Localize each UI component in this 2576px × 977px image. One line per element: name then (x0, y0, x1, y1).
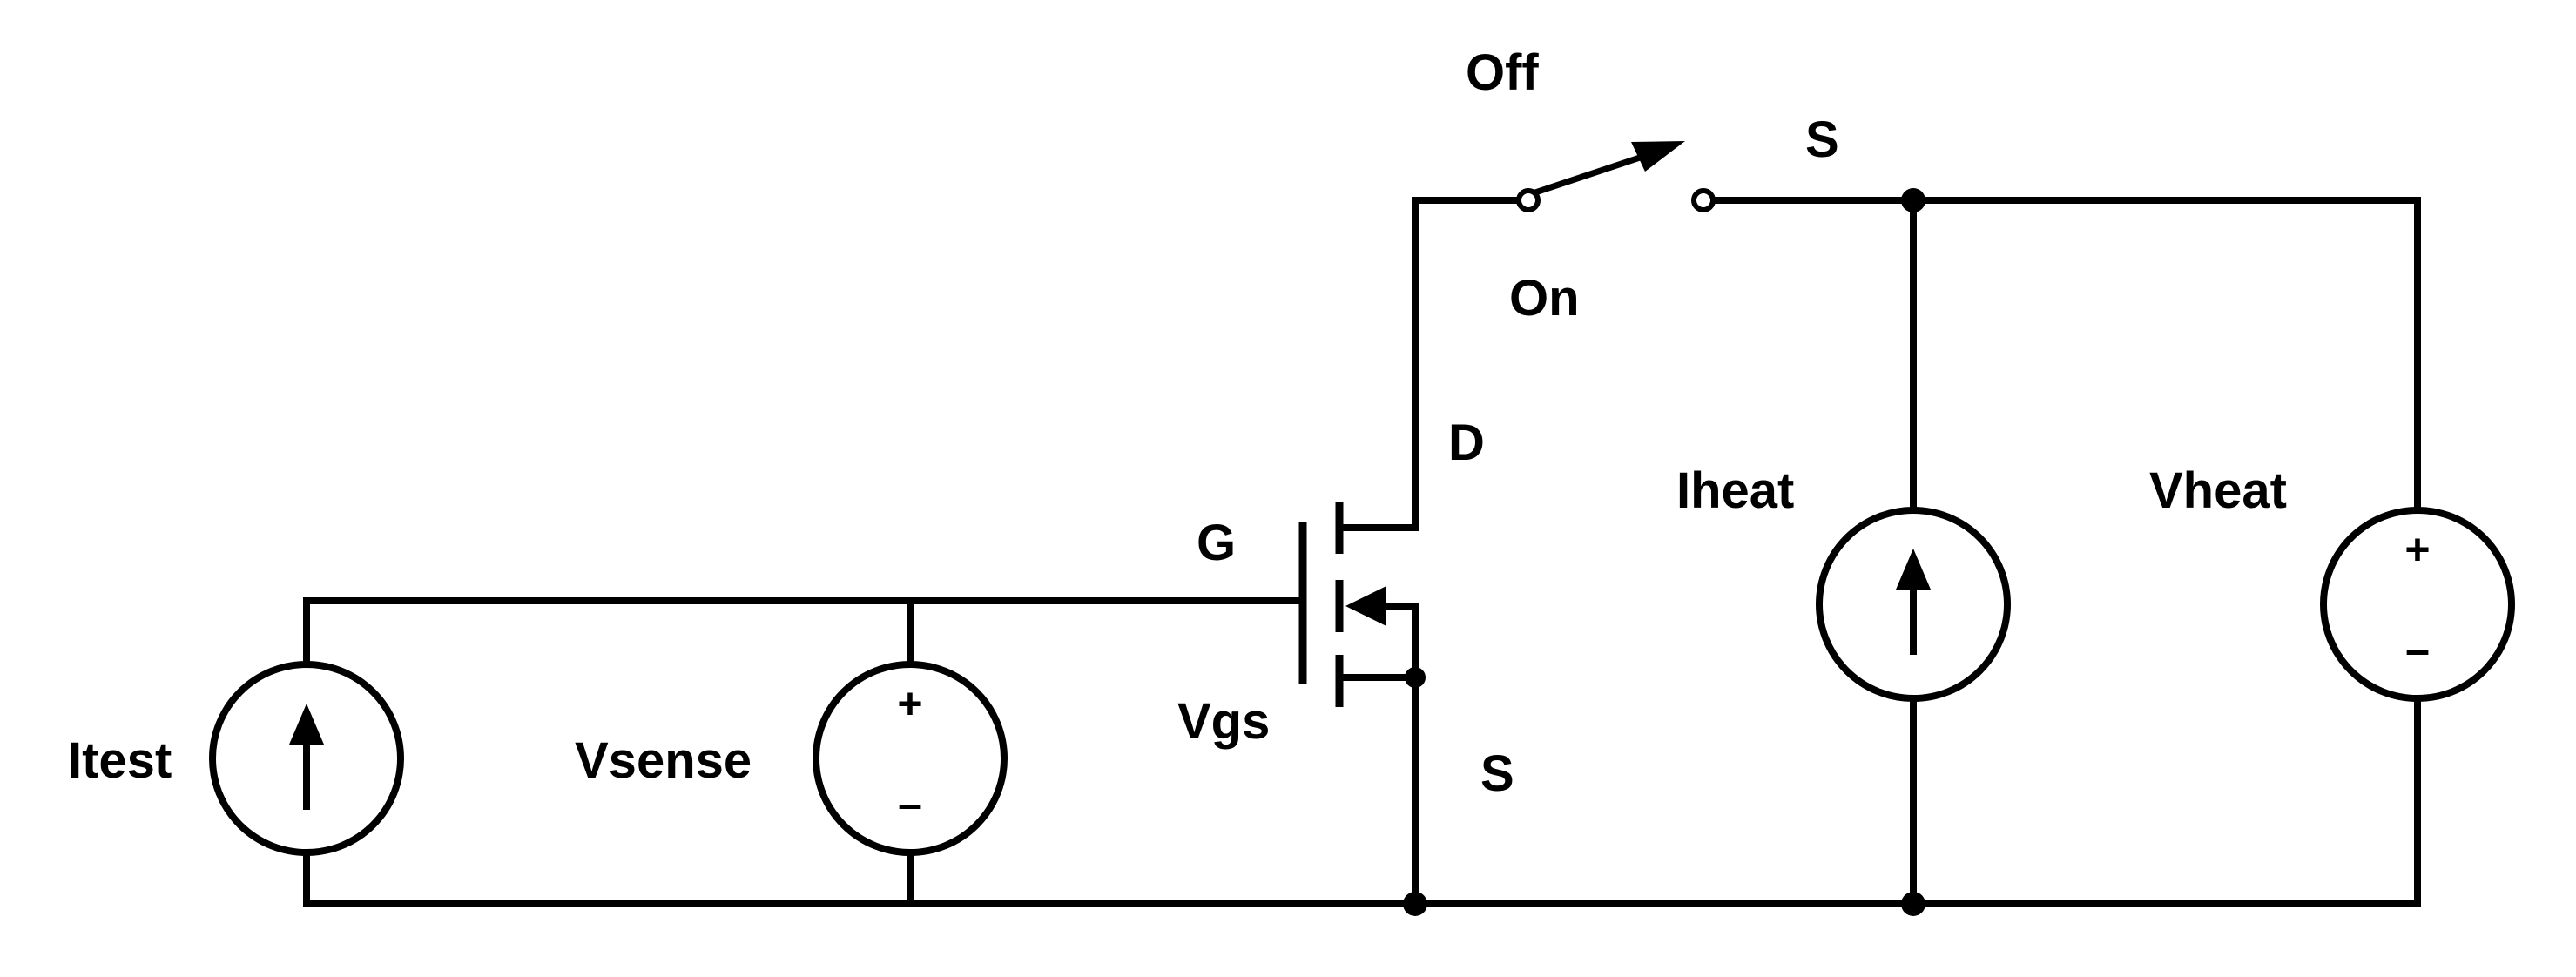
junction-dots (1403, 188, 1925, 916)
vsense-plus: + (897, 679, 922, 728)
wires (303, 197, 2421, 907)
junction-dot-ground-iheat (1901, 892, 1925, 916)
label-iheat: Iheat (1676, 462, 1794, 519)
switch-right-contact (1691, 188, 1716, 212)
switch-arrowhead-icon (1631, 141, 1685, 172)
labels: Off On S D G Vgs S Itest Vsense Iheat Vh… (68, 44, 2287, 802)
vheat-voltage-source: + – (2320, 507, 2515, 702)
switch-left-contact (1516, 188, 1541, 212)
vsense-minus: – (898, 779, 922, 828)
mosfet-body-arrow-icon (1345, 586, 1386, 626)
junction-dot-top-iheat (1901, 188, 1925, 212)
label-switch-s: S (1805, 111, 1839, 168)
label-source: S (1480, 745, 1514, 802)
vsense-voltage-source: + – (813, 661, 1008, 856)
label-vsense: Vsense (575, 732, 752, 789)
switch-blade (1531, 151, 1652, 197)
vsense-circle (813, 661, 1008, 856)
vheat-circle (2320, 507, 2515, 702)
itest-arrow-up-icon (289, 704, 324, 745)
junction-dot-ground-mosfet (1403, 892, 1427, 916)
label-on: On (1509, 270, 1580, 327)
label-itest: Itest (68, 732, 172, 789)
vheat-minus: – (2405, 625, 2430, 674)
vheat-plus: + (2404, 525, 2430, 574)
label-off: Off (1466, 44, 1539, 101)
iheat-current-source (1816, 507, 2011, 702)
itest-current-source (209, 661, 404, 856)
label-gate: G (1197, 515, 1236, 571)
off-on-switch (1516, 141, 1716, 212)
mosfet (1298, 502, 1419, 707)
label-vheat: Vheat (2149, 462, 2287, 519)
label-drain: D (1448, 414, 1485, 471)
label-vgs: Vgs (1177, 693, 1270, 750)
iheat-arrow-up-icon (1896, 549, 1931, 590)
